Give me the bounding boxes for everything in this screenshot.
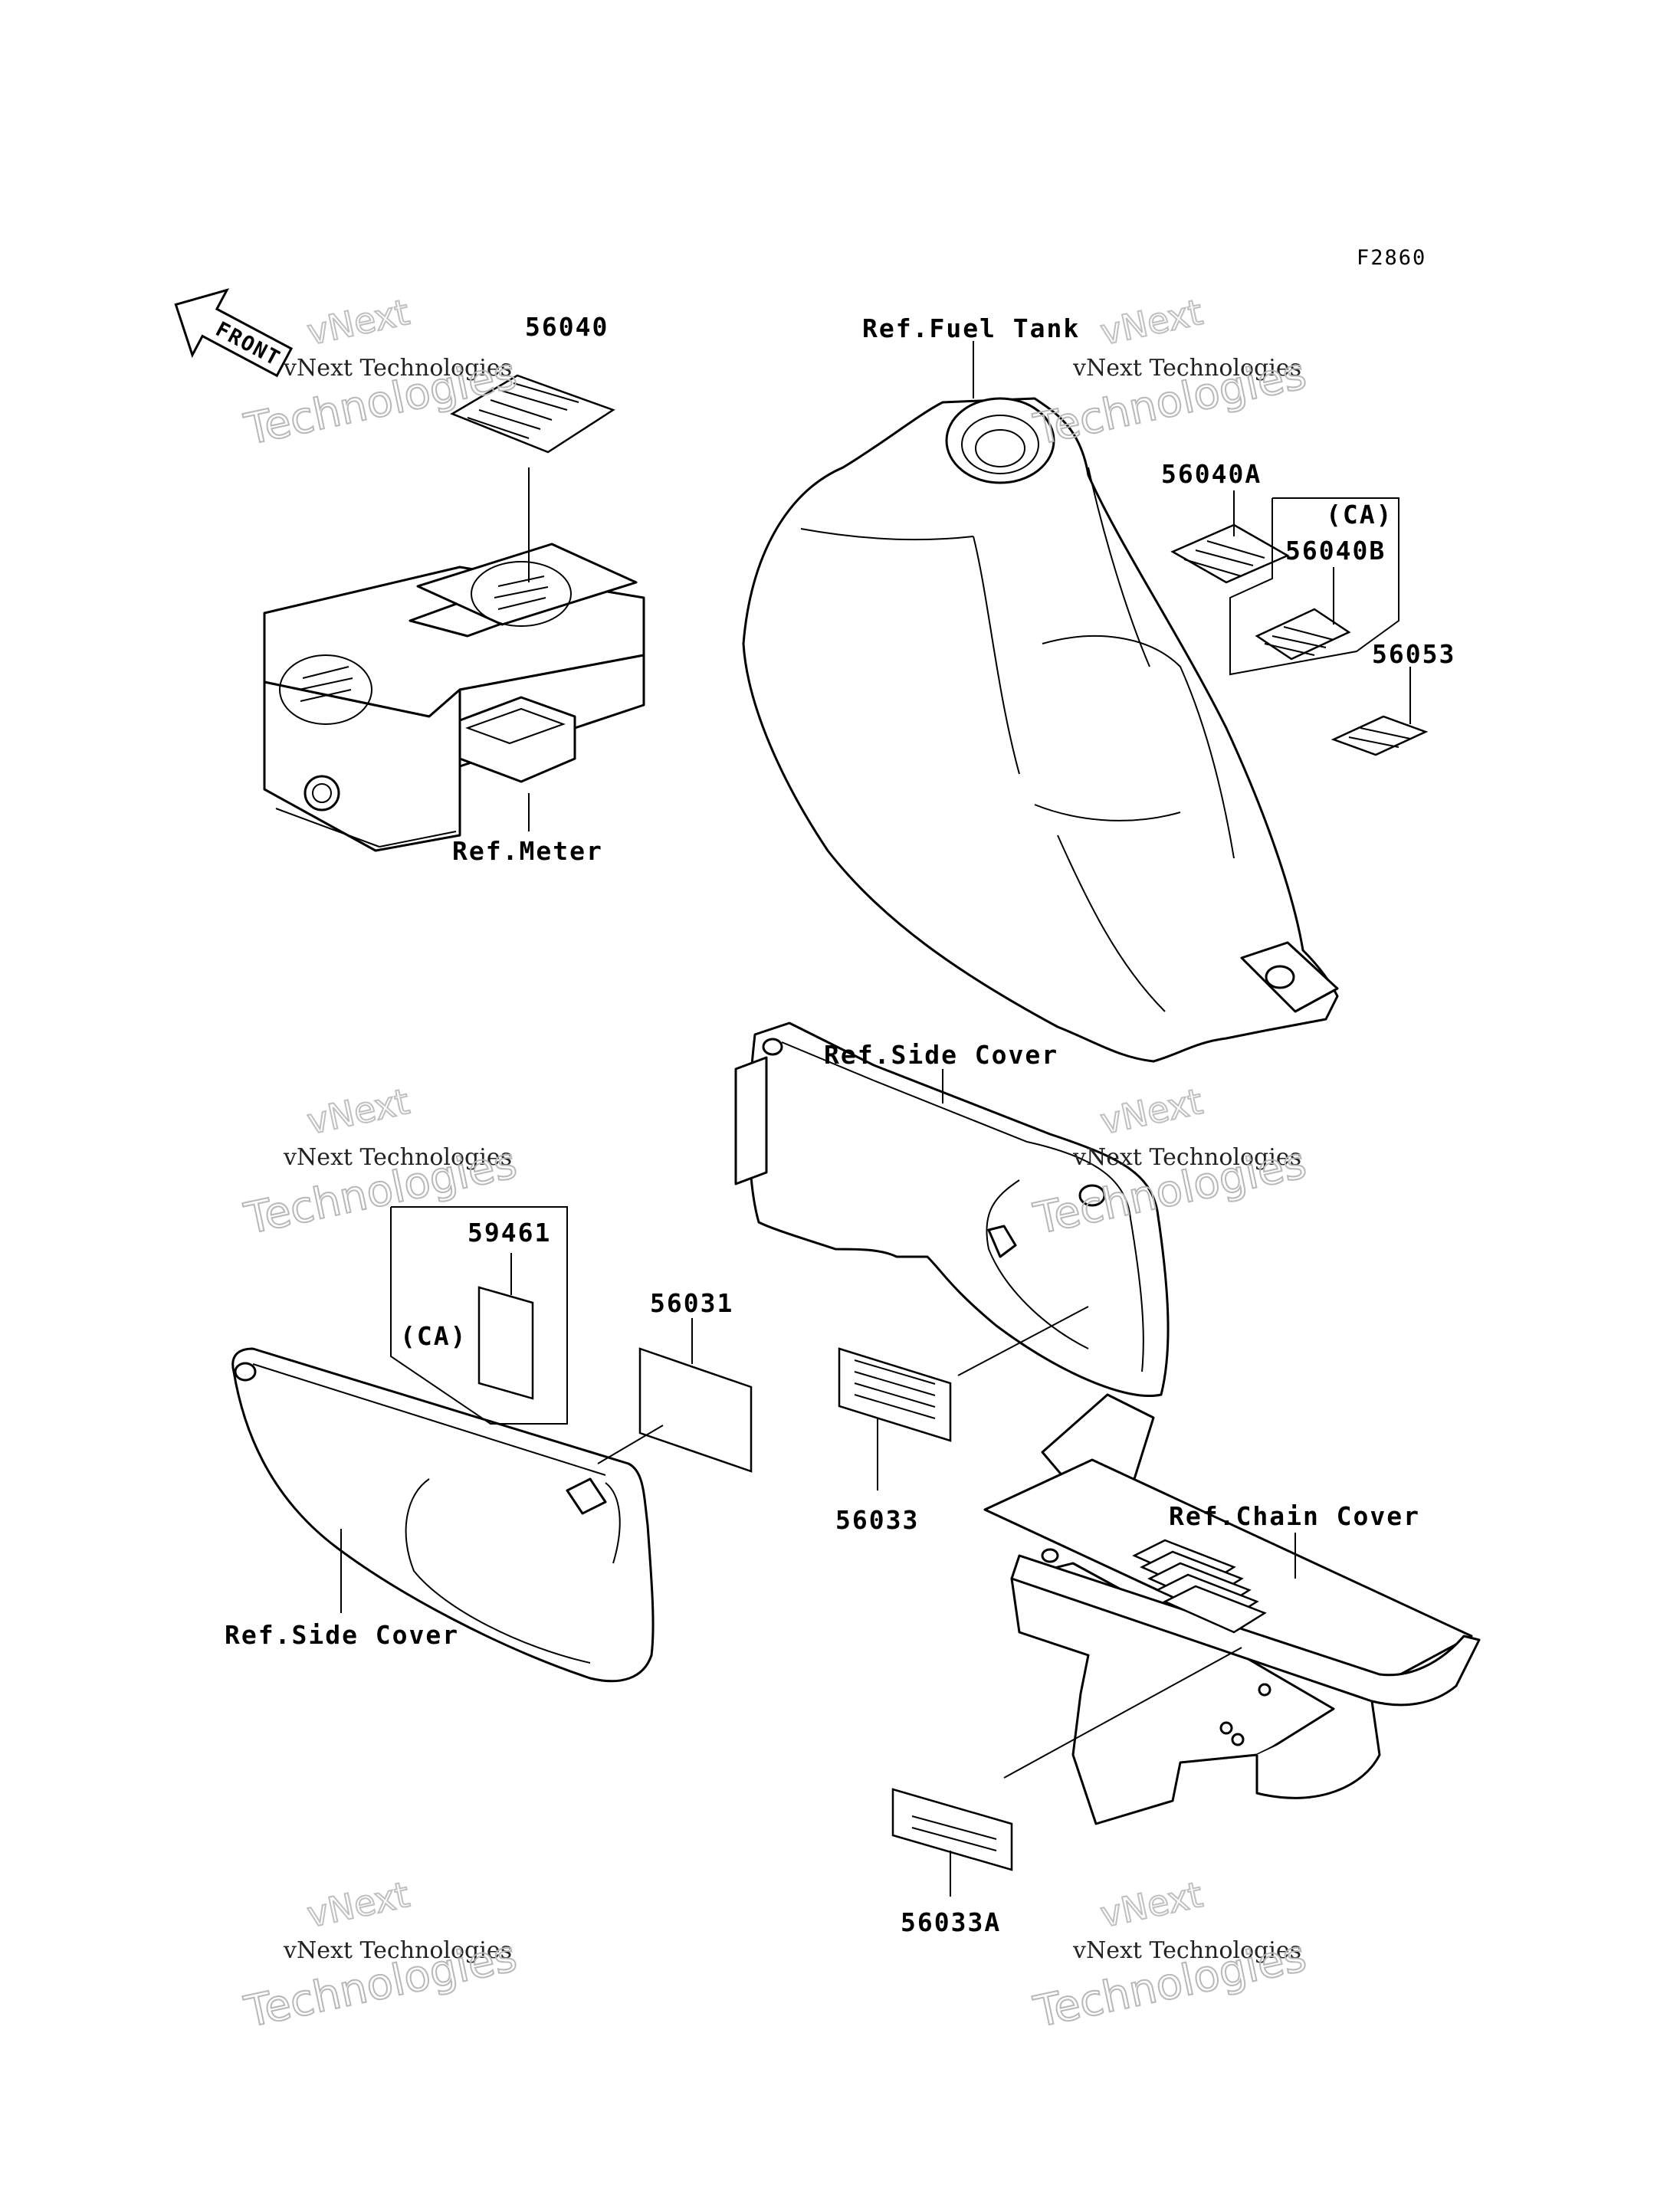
decal-56031 [638,1347,753,1473]
part-59461-label: 59461 [468,1218,551,1248]
ref-side-cover-left-label: Ref.Side Cover [225,1620,459,1650]
ref-chain-cover-label: Ref.Chain Cover [1169,1501,1420,1531]
watermark-bottom-right: vNext vNext Technologies Technologies [1029,1873,1311,2038]
svg-text:vNext Technologies: vNext Technologies [1072,355,1301,382]
ref-side-cover-right-label: Ref.Side Cover [824,1040,1058,1070]
decal-56033 [838,1347,952,1442]
decal-56040B [1255,608,1351,661]
part-56053-label: 56053 [1372,639,1455,669]
ca-side-tag: (CA) [400,1321,467,1351]
decal-56053 [1331,715,1429,756]
part-56040B-label: 56040B [1285,536,1386,566]
side-cover-left [231,1347,655,1683]
ref-meter-label: Ref.Meter [452,836,603,866]
part-56033-label: 56033 [835,1505,919,1535]
decal-59461 [477,1286,534,1400]
decal-56040A [1170,523,1290,584]
front-arrow-icon: FRONT [174,288,294,378]
svg-text:vNext: vNext [304,1874,413,1936]
svg-text:vNext Technologies: vNext Technologies [283,1937,512,1964]
figure-code: F2860 [1357,246,1426,270]
part-56040A-label: 56040A [1161,459,1262,489]
svg-text:vNext: vNext [304,1080,413,1143]
svg-text:vNext Technologies: vNext Technologies [1072,1144,1301,1171]
watermark-top-left: vNext vNext Technologies Technologies [239,290,521,456]
part-56033A-label: 56033A [901,1907,1001,1937]
svg-text:vNext Technologies: vNext Technologies [283,1144,512,1171]
svg-text:vNext Technologies: vNext Technologies [283,355,512,382]
decal-56040 [450,374,615,454]
chain-cover [983,1393,1481,1825]
watermark-bottom-left: vNext vNext Technologies Technologies [239,1873,521,2038]
svg-text:vNext Technologies: vNext Technologies [1072,1937,1301,1964]
decal-56033A [891,1788,1013,1871]
part-56040-label: 56040 [525,312,609,342]
ref-fuel-tank-label: Ref.Fuel Tank [862,313,1080,343]
svg-text:vNext: vNext [1097,1874,1206,1936]
svg-text:vNext: vNext [1097,1080,1206,1143]
part-56031-label: 56031 [650,1288,733,1318]
svg-text:vNext: vNext [304,291,413,353]
ca-tank-tag: (CA) [1326,500,1393,530]
svg-text:vNext: vNext [1097,291,1206,353]
side-cover-right [734,1021,1170,1397]
meter-assembly [263,543,645,852]
fuel-tank [742,397,1339,1063]
